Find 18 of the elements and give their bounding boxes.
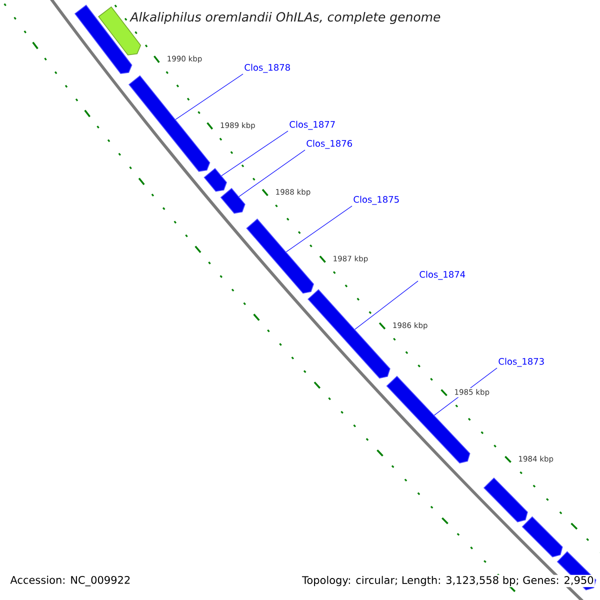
title: Alkaliphilus oremlandii OhILAs, complete genome (130, 12, 440, 24)
gene-feature (128, 75, 210, 172)
gene-label: Clos_1876 (306, 140, 352, 149)
gene-feature (246, 218, 314, 294)
gene-label: Clos_1874 (420, 270, 466, 280)
gene-label: Clos_1875 (354, 196, 399, 205)
gene-label: Clos_1878 (244, 64, 290, 73)
accession-text: Accession: NC_009922 (9, 574, 132, 588)
leader-line (175, 74, 244, 120)
leader-line (238, 150, 306, 197)
leader-line (221, 130, 288, 176)
leader-line (286, 206, 352, 252)
gene-label: Clos_1873 (498, 358, 544, 367)
genome-info-text: Topology: circular; Length: 3,123,558 bp; Genes: 2,950 (301, 574, 595, 588)
gene-feature (522, 516, 563, 558)
leader-line (354, 280, 418, 330)
gene-feature (308, 289, 390, 379)
gene-label: Clos_1877 (290, 120, 335, 130)
